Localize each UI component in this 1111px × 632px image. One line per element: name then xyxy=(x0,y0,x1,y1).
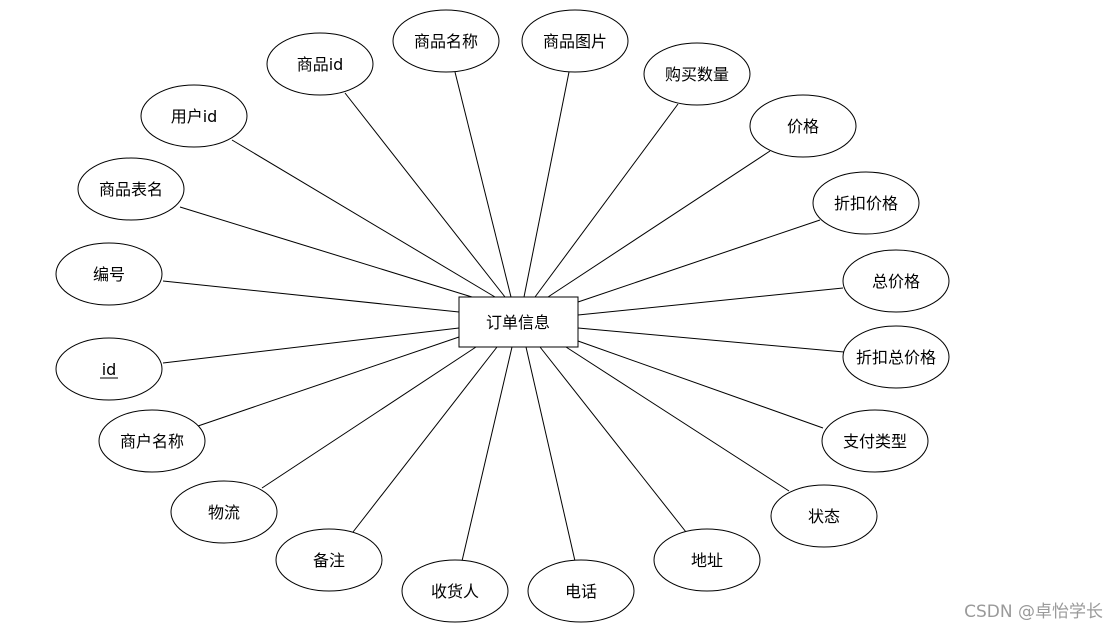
connector-line xyxy=(231,139,496,298)
attribute-ellipse xyxy=(392,9,500,73)
connector-line xyxy=(461,346,513,562)
connector-line xyxy=(179,206,473,298)
attribute-ellipse xyxy=(140,84,248,148)
attribute-ellipse xyxy=(55,337,163,401)
attribute-ellipse xyxy=(401,559,509,623)
attribute-label: 总价格 xyxy=(872,272,920,291)
attribute-node: 状态 xyxy=(770,484,878,548)
attribute-label: 备注 xyxy=(313,551,345,570)
attribute-node: 收货人 xyxy=(401,559,509,623)
attribute-node: 折扣总价格 xyxy=(842,325,950,389)
attribute-node: 折扣价格 xyxy=(812,171,920,235)
attribute-node: 商品id xyxy=(266,32,374,96)
attribute-node: 编号 xyxy=(55,242,163,306)
attribute-label: 商品id xyxy=(297,55,344,74)
attribute-label: 地址 xyxy=(691,551,723,570)
connector-line xyxy=(577,287,844,316)
attribute-label: 购买数量 xyxy=(665,65,729,84)
watermark: CSDN @卓怡学长 xyxy=(964,602,1103,622)
entity-label: 订单信息 xyxy=(486,313,550,332)
connector-line xyxy=(577,340,824,429)
attribute-node: 价格 xyxy=(749,94,857,158)
connector-line xyxy=(162,280,460,313)
attribute-label: 折扣价格 xyxy=(834,194,898,213)
attribute-label: 价格 xyxy=(787,117,819,136)
attribute-label: 商品名称 xyxy=(414,32,478,51)
attribute-label: 商品图片 xyxy=(543,32,607,51)
entity-box xyxy=(458,296,579,348)
connector-line xyxy=(577,327,845,353)
connector-line xyxy=(577,219,821,303)
connector-lines xyxy=(162,71,845,562)
attribute-label: 折扣总价格 xyxy=(856,348,936,367)
attribute-ellipse xyxy=(821,409,929,473)
attribute-ellipse xyxy=(77,157,185,221)
attribute-label: 状态 xyxy=(808,507,840,526)
connector-line xyxy=(534,103,679,298)
attribute-ellipse xyxy=(275,528,383,592)
attribute-ellipse xyxy=(812,171,920,235)
attribute-node: 商户名称 xyxy=(98,409,206,473)
attribute-label: 物流 xyxy=(208,503,240,522)
attribute-ellipse xyxy=(770,484,878,548)
attribute-node: id xyxy=(55,337,163,401)
attribute-label: 收货人 xyxy=(431,582,479,601)
attribute-label: 用户id xyxy=(171,107,218,126)
entity-node: 订单信息 xyxy=(458,296,579,348)
connector-line xyxy=(344,92,506,298)
connector-line xyxy=(565,346,790,492)
attribute-ellipse xyxy=(749,94,857,158)
connector-line xyxy=(352,346,498,533)
attribute-node: 物流 xyxy=(170,480,278,544)
connector-line xyxy=(539,346,687,533)
attribute-node: 总价格 xyxy=(842,249,950,313)
connector-line xyxy=(197,336,460,427)
attribute-node: 备注 xyxy=(275,528,383,592)
attribute-label: 编号 xyxy=(93,265,125,284)
attribute-node: 商品名称 xyxy=(392,9,500,73)
attribute-ellipse xyxy=(521,9,629,73)
attribute-ellipse xyxy=(527,559,635,623)
attribute-node: 商品表名 xyxy=(77,157,185,221)
attribute-node: 地址 xyxy=(653,528,761,592)
attribute-label: 商户名称 xyxy=(120,432,184,451)
attribute-node: 电话 xyxy=(527,559,635,623)
attribute-node: 支付类型 xyxy=(821,409,929,473)
attribute-ellipse xyxy=(842,325,950,389)
attribute-node: 购买数量 xyxy=(643,42,751,106)
attribute-ellipse xyxy=(266,32,374,96)
attribute-ellipse xyxy=(643,42,751,106)
attribute-ellipse xyxy=(98,409,206,473)
connector-line xyxy=(547,150,771,298)
attribute-ellipse xyxy=(653,528,761,592)
connector-line xyxy=(162,327,460,364)
attribute-ellipse xyxy=(55,242,163,306)
attribute-label: 电话 xyxy=(565,582,597,601)
attribute-ellipse xyxy=(170,480,278,544)
connector-line xyxy=(454,71,512,298)
attribute-label: id xyxy=(102,360,117,379)
attribute-node: 用户id xyxy=(140,84,248,148)
connector-line xyxy=(261,346,477,489)
attribute-label: 支付类型 xyxy=(843,432,907,451)
attribute-ellipse xyxy=(842,249,950,313)
attribute-node: 商品图片 xyxy=(521,9,629,73)
connector-line xyxy=(525,346,576,562)
attribute-label: 商品表名 xyxy=(99,180,163,199)
connector-line xyxy=(523,71,570,298)
